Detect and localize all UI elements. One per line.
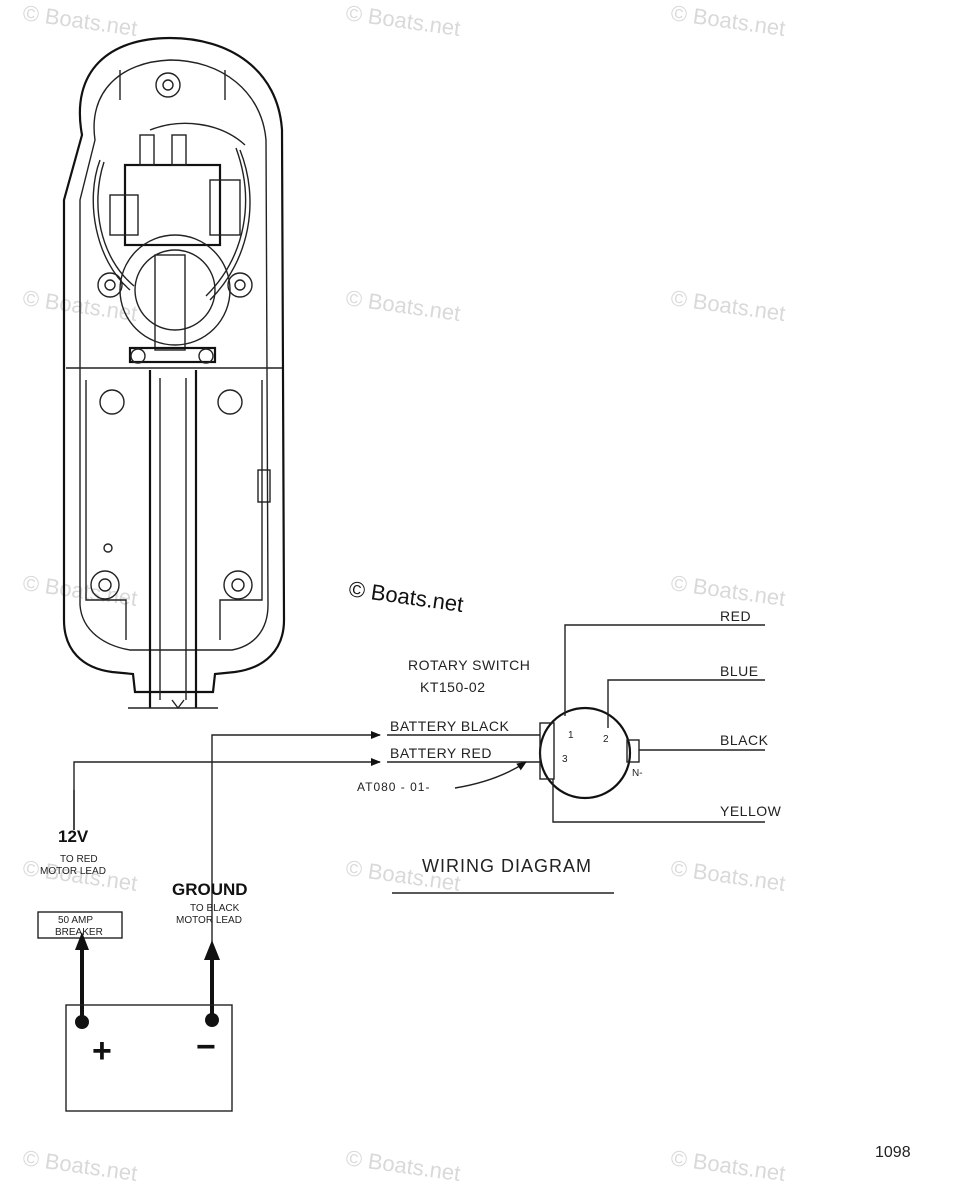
ground-label: GROUND bbox=[172, 880, 248, 899]
page-number: 1098 bbox=[875, 1144, 911, 1161]
battery-leads: 12V TO RED MOTOR LEAD 50 AMP BREAKER GRO… bbox=[37, 731, 381, 1112]
shaft-collar-inner bbox=[134, 249, 216, 331]
motor-head-drawing bbox=[62, 36, 286, 710]
screw-boss bbox=[155, 72, 181, 98]
watermark: © Boats.net bbox=[669, 0, 787, 41]
screw-boss bbox=[97, 272, 123, 298]
switch-terminal bbox=[171, 134, 187, 166]
part-ref-label: AT080 - 01- bbox=[357, 780, 430, 794]
wire-label-battery-red: BATTERY RED bbox=[390, 745, 492, 761]
screw-boss bbox=[227, 272, 253, 298]
watermark: © Boats.net bbox=[344, 1145, 462, 1186]
pin-label: 1 bbox=[568, 730, 574, 741]
wire-label-yellow: YELLOW bbox=[720, 803, 782, 819]
switch-model: KT150-02 bbox=[420, 679, 485, 695]
wire-label-blue: BLUE bbox=[720, 663, 759, 679]
wire-label-battery-black: BATTERY BLACK bbox=[390, 718, 509, 734]
screw-hole bbox=[104, 279, 116, 291]
slot bbox=[257, 469, 271, 503]
positive-terminal bbox=[75, 1015, 89, 1029]
clamp-bar bbox=[128, 346, 217, 364]
ground-lead-arrow bbox=[204, 940, 220, 960]
switch-body bbox=[123, 163, 222, 247]
switch-title: ROTARY SWITCH bbox=[408, 657, 530, 673]
positive-sub-label: MOTOR LEAD bbox=[40, 866, 106, 877]
wire-blue bbox=[607, 679, 765, 728]
positive-lead-arrow bbox=[75, 932, 89, 950]
mount-hole bbox=[217, 389, 243, 415]
watermark: © Boats.net bbox=[669, 285, 787, 326]
plus-symbol: + bbox=[92, 1032, 112, 1070]
switch-terminal bbox=[139, 134, 155, 166]
positive-label: 12V bbox=[58, 827, 89, 846]
shaft-clamp bbox=[154, 254, 186, 351]
watermark: © Boats.net bbox=[344, 0, 462, 41]
positive-lead-wire bbox=[73, 758, 381, 830]
mount-hole bbox=[99, 389, 125, 415]
pin-label: 2 bbox=[603, 734, 609, 745]
switch-terminal-block bbox=[626, 739, 640, 763]
clamp-screw bbox=[198, 348, 214, 364]
screw-hole bbox=[162, 79, 174, 91]
wire-yellow bbox=[552, 779, 765, 823]
pin-label: 3 bbox=[562, 754, 568, 765]
watermark: © Boats.net bbox=[21, 1145, 139, 1186]
shaft-break-mark bbox=[171, 699, 185, 710]
battery-box bbox=[65, 1004, 233, 1112]
screw-boss bbox=[223, 570, 253, 600]
diagram-title: WIRING DIAGRAM bbox=[422, 856, 592, 876]
switch-terminal-block bbox=[539, 722, 555, 780]
ground-sub-label: TO BLACK bbox=[190, 903, 240, 914]
screw-hole bbox=[231, 578, 245, 592]
housing-inner-outline bbox=[79, 59, 269, 651]
screw-boss bbox=[90, 570, 120, 600]
positive-sub-label: TO RED bbox=[60, 854, 98, 865]
watermark: © Boats.net bbox=[669, 855, 787, 896]
shaft-collar bbox=[119, 234, 231, 346]
rotary-switch: ROTARY SWITCH KT150-02 1 2 3 N- RED BLUE… bbox=[357, 608, 782, 823]
ground-sub-label: MOTOR LEAD bbox=[176, 915, 242, 926]
wire-label-black: BLACK bbox=[720, 732, 769, 748]
watermark-main: © Boats.net bbox=[347, 576, 465, 617]
switch-side-block bbox=[109, 194, 139, 236]
wire-red bbox=[564, 624, 765, 716]
clamp-screw bbox=[130, 348, 146, 364]
screw-hole bbox=[98, 578, 112, 592]
shaft bbox=[148, 370, 198, 708]
breaker-label: 50 AMP bbox=[58, 915, 93, 926]
housing-outline bbox=[62, 36, 286, 694]
wire-bundle bbox=[92, 122, 251, 301]
pin-label: N- bbox=[632, 768, 643, 779]
negative-terminal bbox=[205, 1013, 219, 1027]
shaft-inner bbox=[159, 378, 187, 700]
watermark: © Boats.net bbox=[669, 1145, 787, 1186]
watermark: © Boats.net bbox=[21, 0, 139, 41]
inner-pocket bbox=[85, 380, 263, 640]
small-hole bbox=[103, 543, 113, 553]
part-ref-leader bbox=[454, 761, 527, 789]
wire-label-red: RED bbox=[720, 608, 751, 624]
breaker-label: BREAKER bbox=[55, 927, 103, 938]
screw-hole bbox=[234, 279, 246, 291]
switch-side-block bbox=[209, 179, 241, 236]
ground-lead-wire bbox=[211, 731, 381, 1015]
watermark: © Boats.net bbox=[669, 570, 787, 611]
housing-top-tab bbox=[119, 70, 226, 100]
watermark: © Boats.net bbox=[344, 285, 462, 326]
minus-symbol: − bbox=[196, 1028, 216, 1066]
